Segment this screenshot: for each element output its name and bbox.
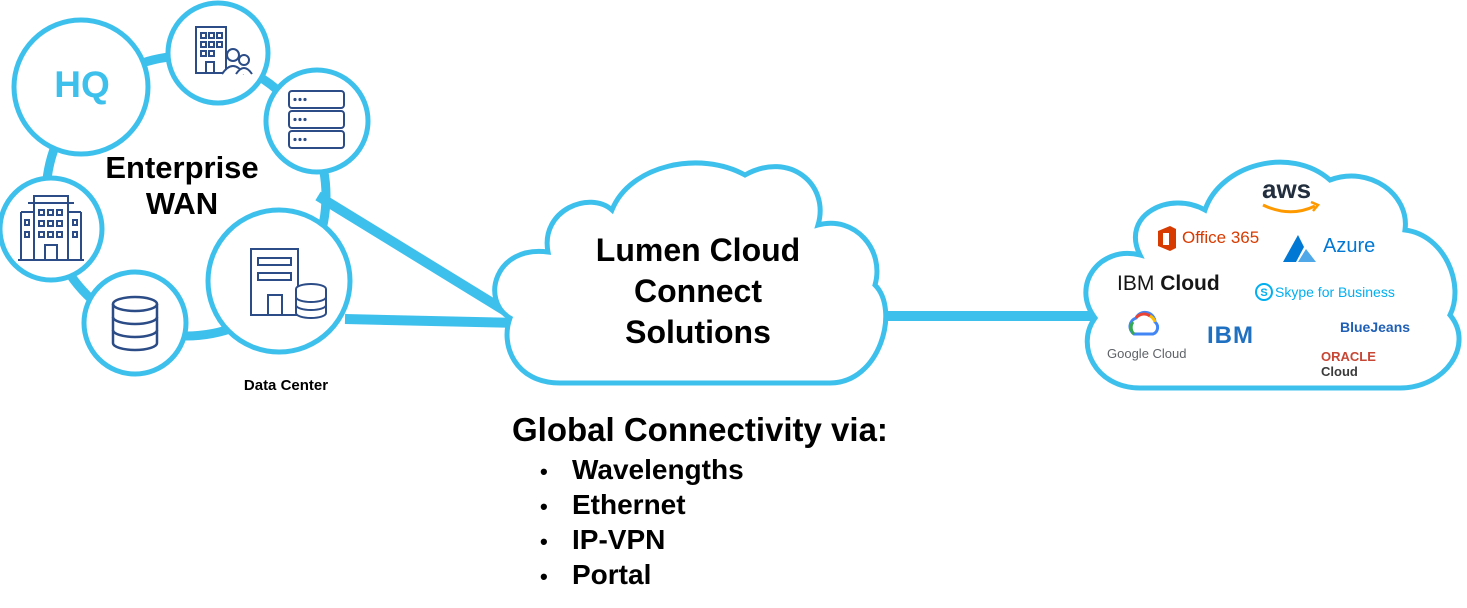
- enterprise-wan-label: Enterprise WAN: [82, 150, 282, 222]
- wan-label-line-1: Enterprise: [105, 150, 259, 185]
- bullet: •: [540, 529, 548, 554]
- list-item: • Wavelengths: [540, 452, 744, 487]
- aws-smile-icon: [1262, 200, 1321, 214]
- connectivity-list: • Wavelengths • Ethernet • IP-VPN • Portal: [540, 452, 744, 592]
- ibm-cloud-logo: IBM Cloud: [1117, 272, 1220, 296]
- list-item: • Ethernet: [540, 487, 744, 522]
- connectivity-title: Global Connectivity via:: [512, 411, 888, 448]
- server-rack-icon: [288, 90, 345, 149]
- ibm-cloud-logo-ibm: IBM: [1117, 272, 1155, 295]
- azure-logo: Azure: [1323, 235, 1376, 257]
- link-wan-to-cloud-lower: [344, 314, 521, 328]
- data-center-label: Data Center: [243, 377, 329, 394]
- bullet: •: [540, 494, 548, 519]
- bluejeans-logo: BlueJeans: [1340, 319, 1411, 335]
- ibm-logo: IBM: [1207, 322, 1254, 349]
- office-365-icon: [1158, 226, 1176, 251]
- list-item-label: Portal: [572, 559, 652, 590]
- data-center-icon: [250, 248, 327, 319]
- hq-node: [11, 17, 151, 157]
- aws-logo: aws: [1262, 174, 1312, 204]
- google-cloud-icon: [1128, 310, 1160, 336]
- list-item-label: Ethernet: [572, 489, 686, 520]
- bullet: •: [540, 564, 548, 589]
- cloud-label-line-3: Solutions: [625, 314, 771, 350]
- list-item: • Portal: [540, 557, 744, 592]
- link-wan-to-cloud-upper: [315, 191, 523, 325]
- wan-label-line-2: WAN: [145, 186, 219, 221]
- office-building-icon: [18, 195, 84, 261]
- google-cloud-logo: Google Cloud: [1107, 346, 1187, 361]
- cloud-label-line-1: Lumen Cloud: [595, 232, 801, 268]
- office-people-node: [165, 0, 271, 106]
- svg-text:S: S: [1260, 287, 1267, 299]
- skype-icon: S: [1255, 283, 1273, 301]
- oracle-cloud-logo: Cloud: [1321, 364, 1358, 379]
- database-icon: [111, 295, 159, 352]
- providers-cloud-shape: [1083, 159, 1462, 391]
- oracle-logo: ORACLE: [1321, 349, 1376, 364]
- bullet: •: [540, 459, 548, 484]
- ibm-cloud-logo-cloud: Cloud: [1160, 272, 1220, 295]
- lumen-cloud-shape: [492, 160, 889, 386]
- list-item-label: Wavelengths: [572, 454, 744, 485]
- list-item-label: IP-VPN: [572, 524, 666, 555]
- office-365-logo: Office 365: [1182, 228, 1260, 247]
- office-building-node: [0, 175, 105, 283]
- azure-icon: [1283, 235, 1316, 262]
- cloud-label-line-2: Connect: [634, 273, 762, 309]
- hq-label: HQ: [54, 64, 110, 105]
- office-people-icon: [195, 26, 253, 75]
- list-item: • IP-VPN: [540, 522, 744, 557]
- lumen-cloud-label: Lumen Cloud Connect Solutions: [560, 230, 836, 353]
- skype-for-business-logo: Skype for Business: [1275, 284, 1395, 300]
